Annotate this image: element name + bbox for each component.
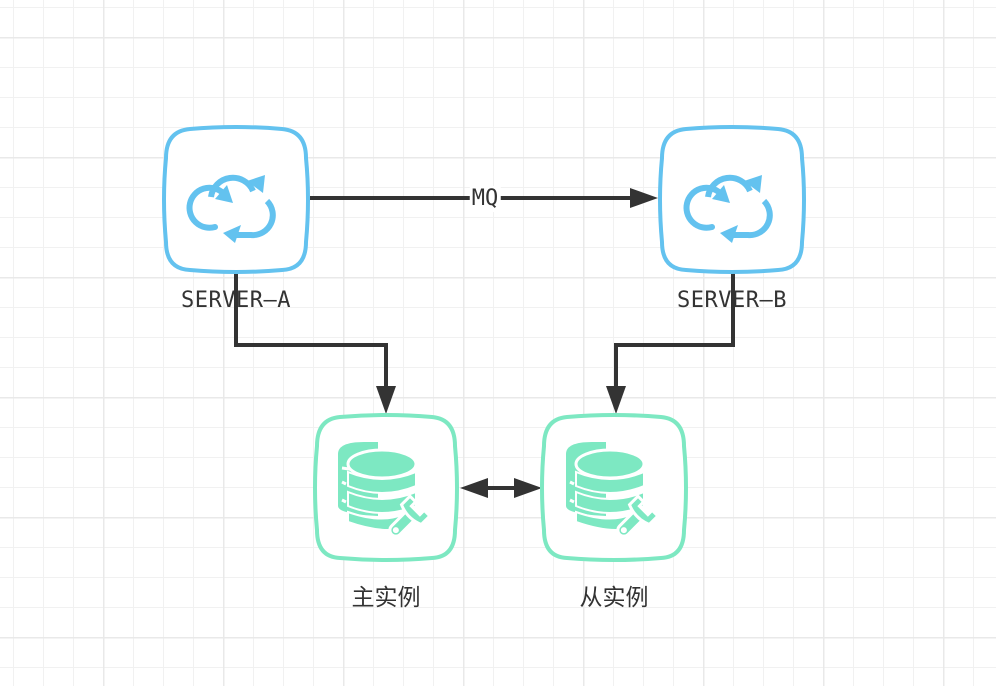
arrowhead-icon <box>606 386 626 414</box>
arrowhead-icon <box>630 188 658 208</box>
node-server-b[interactable] <box>658 125 806 274</box>
edge-master-slave <box>460 478 542 498</box>
database-wrench-icon <box>566 442 660 538</box>
node-server-a[interactable] <box>162 125 310 274</box>
arrowhead-icon <box>376 386 396 414</box>
node-slave[interactable] <box>540 413 688 562</box>
cloud-sync-icon <box>190 175 273 243</box>
server-b-box[interactable] <box>658 125 806 274</box>
label-server-a: SERVER—A <box>181 288 291 313</box>
edge-server-a-to-master <box>234 272 396 414</box>
cloud-sync-icon <box>687 175 770 243</box>
arrowhead-left-icon <box>460 478 488 498</box>
edge-server-b-to-slave <box>606 272 735 414</box>
label-slave: 从实例 <box>579 585 649 611</box>
label-server-b: SERVER—B <box>677 288 787 313</box>
database-wrench-icon <box>338 442 432 538</box>
node-master[interactable] <box>313 413 459 562</box>
arrowhead-right-icon <box>514 478 542 498</box>
label-master: 主实例 <box>351 585 421 611</box>
edge-b-line <box>614 272 735 392</box>
server-a-box[interactable] <box>162 125 310 274</box>
edge-a-line <box>234 272 388 392</box>
edge-label-mq: MQ <box>469 186 501 212</box>
